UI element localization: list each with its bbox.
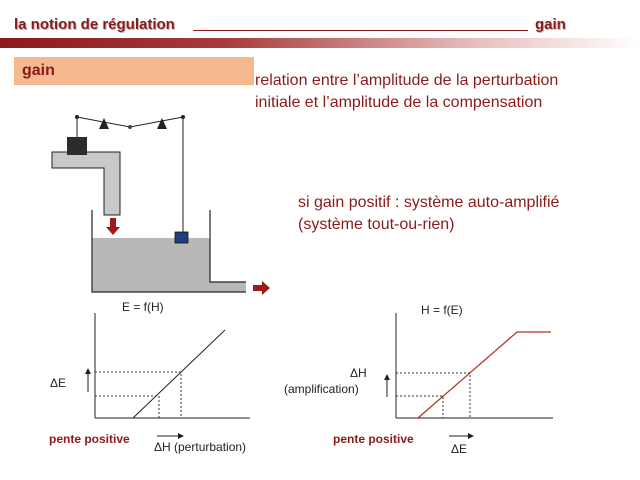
fulcrum-left-icon	[99, 118, 109, 129]
section-label-box: gain	[14, 57, 254, 85]
header-gradient-bar	[0, 38, 640, 48]
graph-right-curve	[417, 331, 551, 419]
page-title: la notion de régulation	[14, 16, 175, 33]
pivot-center	[128, 125, 132, 129]
definition-line-2: initiale et l’amplitude de la compensati…	[255, 94, 543, 111]
graph-left-guide-high	[95, 371, 182, 418]
tank-wall-right	[209, 210, 246, 283]
definition-text: relation entre l’amplitude de la perturb…	[255, 70, 625, 114]
pivot-left	[75, 115, 79, 119]
graph-left-y-arrowhead-icon	[85, 368, 91, 374]
graph-right-guide-high	[396, 372, 471, 418]
positive-gain-text: si gain positif : système auto-amplifié …	[298, 192, 628, 236]
graph-left-guide-low	[95, 395, 160, 418]
graph-right-slope-label: pente positive	[333, 432, 414, 446]
section-label: gain	[22, 62, 55, 79]
header-rule	[193, 30, 528, 31]
graph-left-slope-label: pente positive	[49, 432, 130, 446]
graph-right-x-label: ΔE	[451, 442, 468, 456]
float-sensor-icon	[174, 231, 189, 244]
graph-left-title: E = f(H)	[122, 300, 164, 314]
valve-icon	[67, 137, 87, 155]
graph-left-x-label: ΔH (perturbation)	[154, 440, 247, 454]
graph-right-x-arrowhead-icon	[468, 433, 474, 439]
graph-left-y-label: ΔE	[50, 376, 67, 390]
graph-right-y-arrowhead-icon	[384, 374, 390, 380]
inflow-arrow-icon	[106, 218, 120, 235]
inlet-pipe	[51, 151, 121, 216]
graph-left-x-arrowhead-icon	[178, 433, 184, 439]
graph-right-guide-low	[396, 395, 444, 418]
graph-right-title: H = f(E)	[421, 303, 463, 317]
header-topic: gain	[535, 16, 566, 33]
outflow-arrow-icon	[253, 281, 270, 295]
positive-gain-line-2: (système tout-ou-rien)	[298, 216, 455, 233]
graph-left-curve	[132, 329, 226, 419]
tank-wall-left	[91, 210, 246, 293]
definition-line-1: relation entre l’amplitude de la perturb…	[255, 72, 559, 89]
fulcrum-right-icon	[157, 118, 167, 129]
pivot-right	[181, 115, 185, 119]
positive-gain-line-1: si gain positif : système auto-amplifié	[298, 194, 560, 211]
graph-right-y-label: ΔH	[350, 366, 367, 380]
graph-right-y-label-sub: (amplification)	[284, 382, 359, 396]
water-level	[92, 238, 246, 292]
